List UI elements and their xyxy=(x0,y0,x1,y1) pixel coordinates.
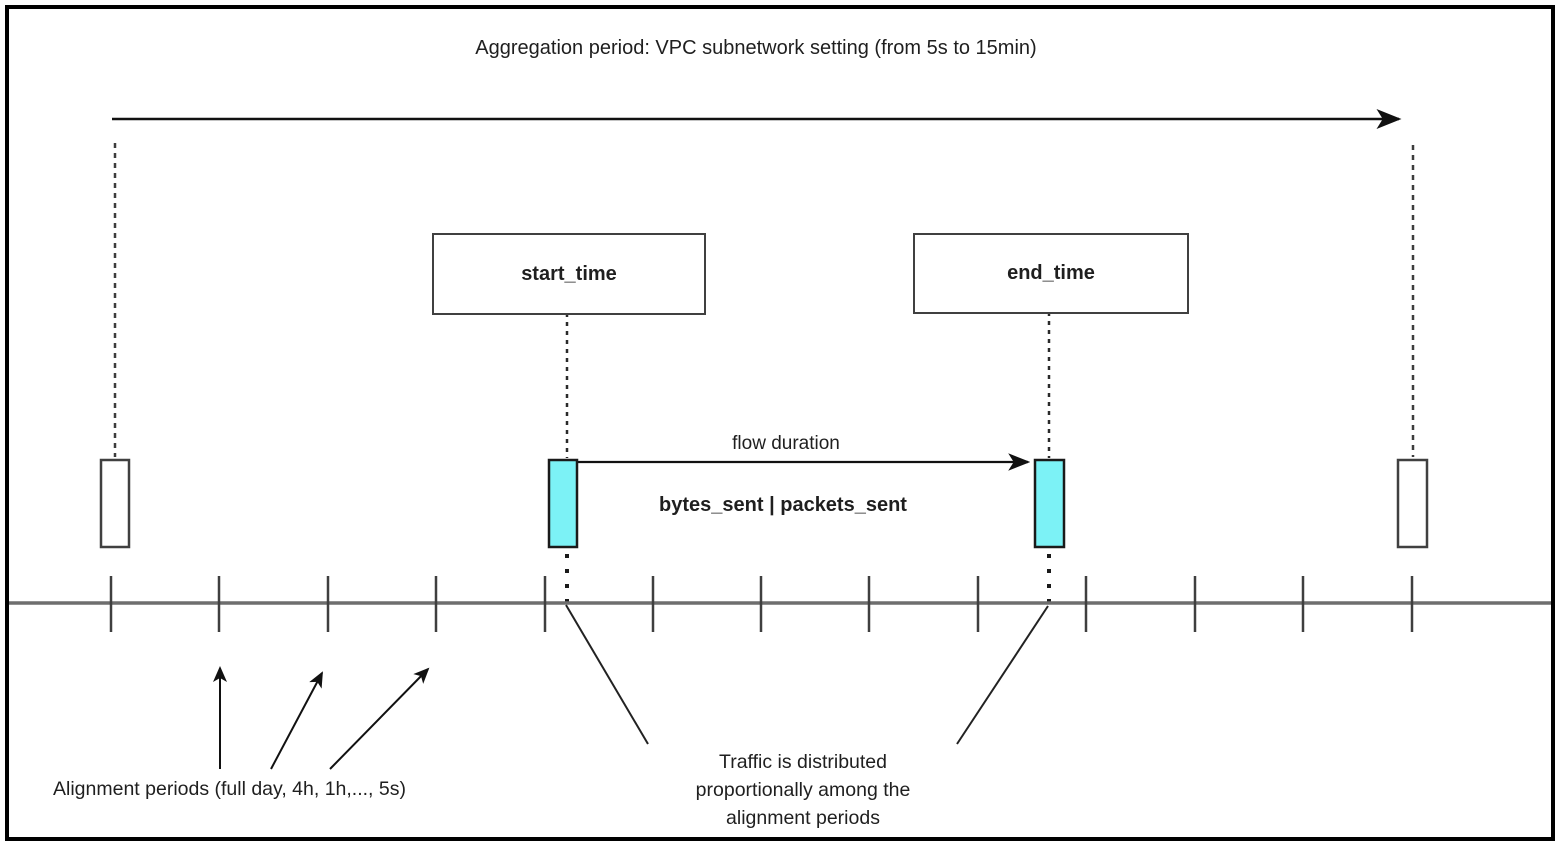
flow-duration-label: flow duration xyxy=(732,433,840,454)
traffic-note-line-2: proportionally among the xyxy=(695,779,911,801)
left-empty-period-rect xyxy=(99,458,131,549)
traffic-note-line-3: alignment periods xyxy=(726,807,880,829)
start-time-label: start_time xyxy=(521,262,617,285)
end-time-label: end_time xyxy=(1007,262,1095,284)
end-time-box: end_time xyxy=(913,233,1189,314)
alignment-periods-label: Alignment periods (full day, 4h, 1h,...,… xyxy=(53,778,406,800)
timeline-ticks xyxy=(109,576,1414,632)
traffic-note-leader-left xyxy=(565,604,649,745)
traffic-note-leader-right xyxy=(956,605,1049,745)
start-time-box: start_time xyxy=(432,233,706,315)
end-time-highlight-rect xyxy=(1033,458,1066,549)
flow-metrics-label: bytes_sent | packets_sent xyxy=(659,494,907,516)
diagram-title: Aggregation period: VPC subnetwork setti… xyxy=(475,37,1037,59)
start-time-highlight-rect xyxy=(547,458,579,549)
alignment-pointer-arrow-3 xyxy=(329,667,430,770)
traffic-note-line-1: Traffic is distributed xyxy=(719,751,887,773)
right-empty-period-rect xyxy=(1396,458,1429,549)
traffic-note: Traffic is distributed proportionally am… xyxy=(696,748,911,832)
alignment-pointer-arrow-2 xyxy=(270,671,323,770)
